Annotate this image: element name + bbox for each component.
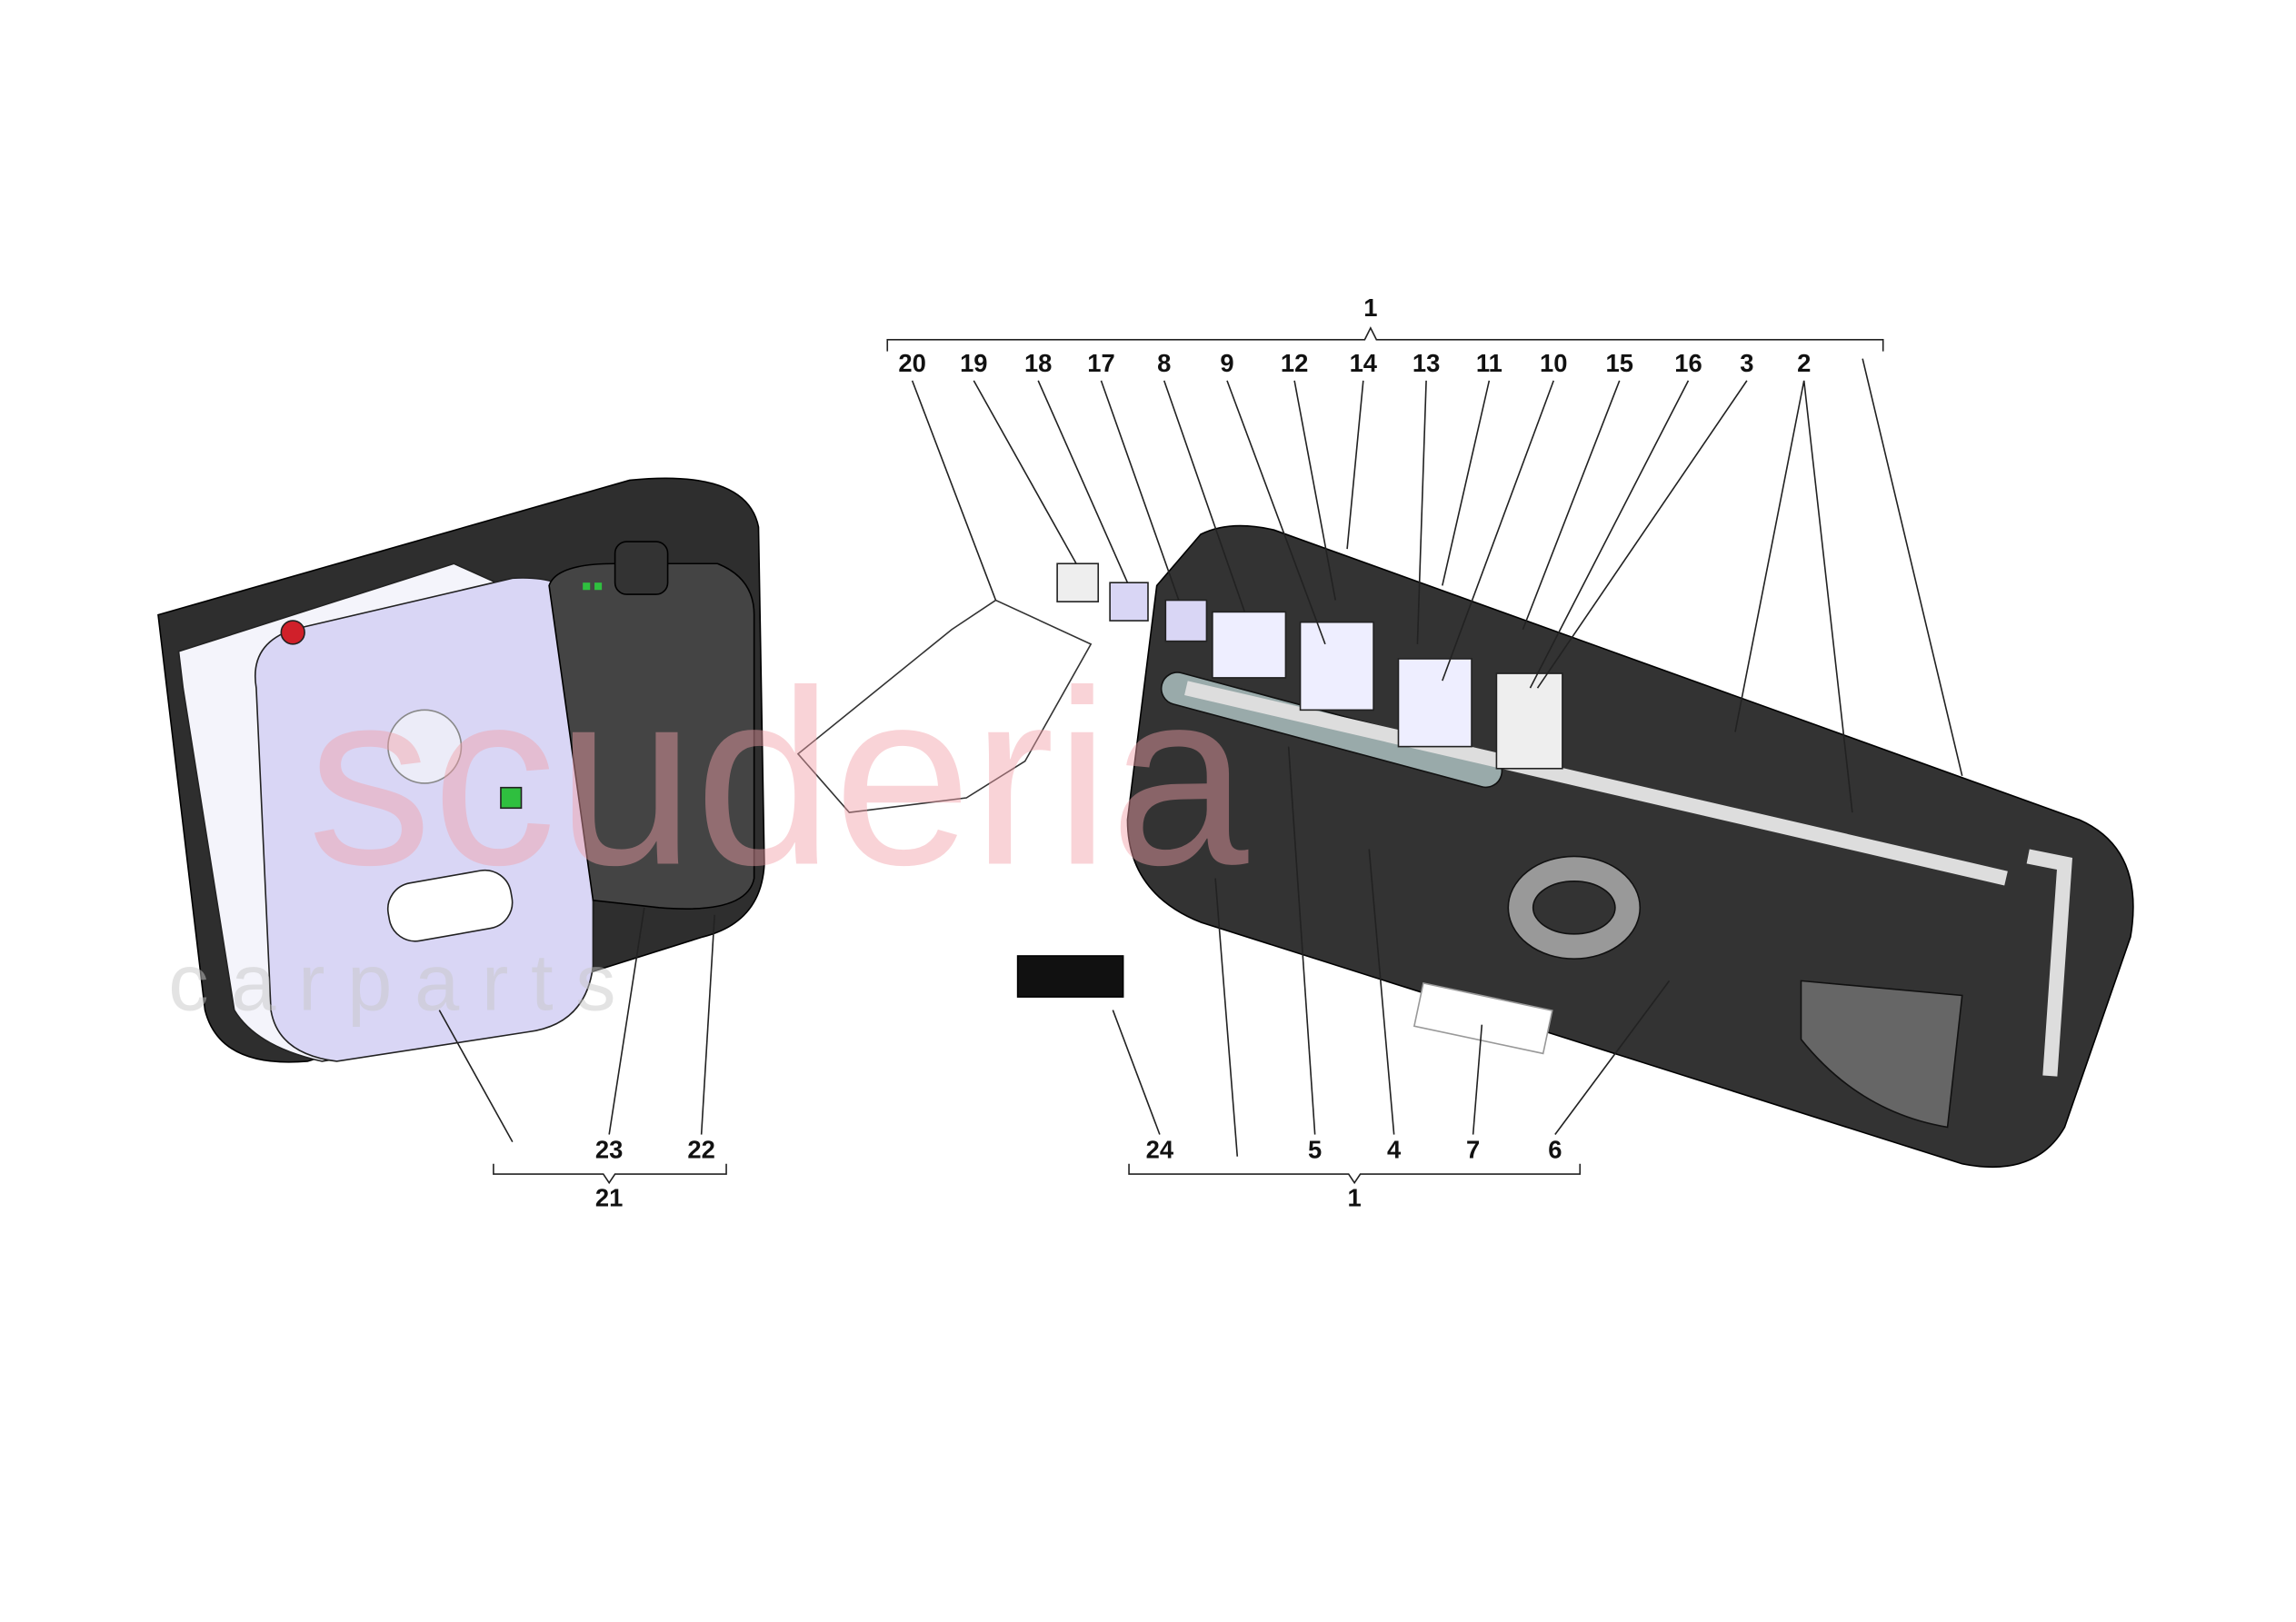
label-5: 5 xyxy=(1308,1135,1322,1163)
label-2: 2 xyxy=(1797,349,1811,377)
leader-line xyxy=(1100,380,1180,601)
leader-line xyxy=(1214,878,1239,1157)
leader-line xyxy=(1554,980,1671,1136)
label-17: 17 xyxy=(1087,349,1114,377)
label-6: 6 xyxy=(1548,1135,1562,1163)
label-3: 3 xyxy=(1740,349,1753,377)
leader-line xyxy=(1226,380,1326,645)
label-8: 8 xyxy=(1157,349,1171,377)
leader-line xyxy=(1442,380,1554,682)
label-7: 7 xyxy=(1466,1135,1480,1163)
label-9: 9 xyxy=(1220,349,1233,377)
label-18: 18 xyxy=(1024,349,1052,377)
label-14: 14 xyxy=(1350,349,1378,377)
leader-line xyxy=(1536,380,1748,689)
leader-line xyxy=(1734,380,1805,732)
top-bracket xyxy=(886,326,1884,352)
leader-line xyxy=(1862,358,1963,777)
label-20: 20 xyxy=(898,349,925,377)
label-15: 15 xyxy=(1606,349,1633,377)
tool-case xyxy=(1126,524,2134,1169)
leader-line xyxy=(1522,380,1621,631)
label-10: 10 xyxy=(1540,349,1567,377)
leader-line xyxy=(1529,380,1690,689)
leader-line xyxy=(1368,849,1395,1135)
label-bottom-group: 1 xyxy=(1348,1183,1362,1211)
leader-line xyxy=(1346,380,1364,550)
label-13: 13 xyxy=(1413,349,1440,377)
leader-lines xyxy=(438,358,1963,1157)
bottom-right-bracket xyxy=(1128,1163,1582,1185)
leader-line xyxy=(700,914,715,1135)
leader-line xyxy=(1416,380,1427,644)
label-24: 24 xyxy=(1146,1135,1174,1163)
leader-line xyxy=(1802,380,1853,813)
label-4: 4 xyxy=(1387,1135,1402,1163)
leader-line xyxy=(608,907,645,1135)
leader-line xyxy=(438,1010,514,1142)
watermark-text: scuderia xyxy=(307,639,1250,917)
label-22: 22 xyxy=(687,1135,714,1163)
label-21: 21 xyxy=(595,1183,623,1211)
label-12: 12 xyxy=(1281,349,1308,377)
label-23: 23 xyxy=(595,1135,623,1163)
leader-line xyxy=(1442,380,1491,586)
watermark-subtext: c a r p a r t s xyxy=(168,938,615,1028)
loose-parts xyxy=(796,562,1208,998)
label-19: 19 xyxy=(960,349,987,377)
leader-line xyxy=(973,380,1077,564)
label-top-group: 1 xyxy=(1363,294,1377,322)
leader-line xyxy=(1037,380,1129,583)
leader-line xyxy=(1472,1024,1483,1135)
label-16: 16 xyxy=(1674,349,1702,377)
leader-line xyxy=(1293,380,1336,601)
label-11: 11 xyxy=(1476,349,1502,377)
compressor-kit xyxy=(157,477,765,1063)
leader-line xyxy=(1112,1010,1161,1135)
bottom-left-bracket xyxy=(493,1163,727,1185)
leader-line xyxy=(911,380,997,601)
leader-line xyxy=(1163,380,1246,612)
leader-line xyxy=(1287,746,1316,1135)
